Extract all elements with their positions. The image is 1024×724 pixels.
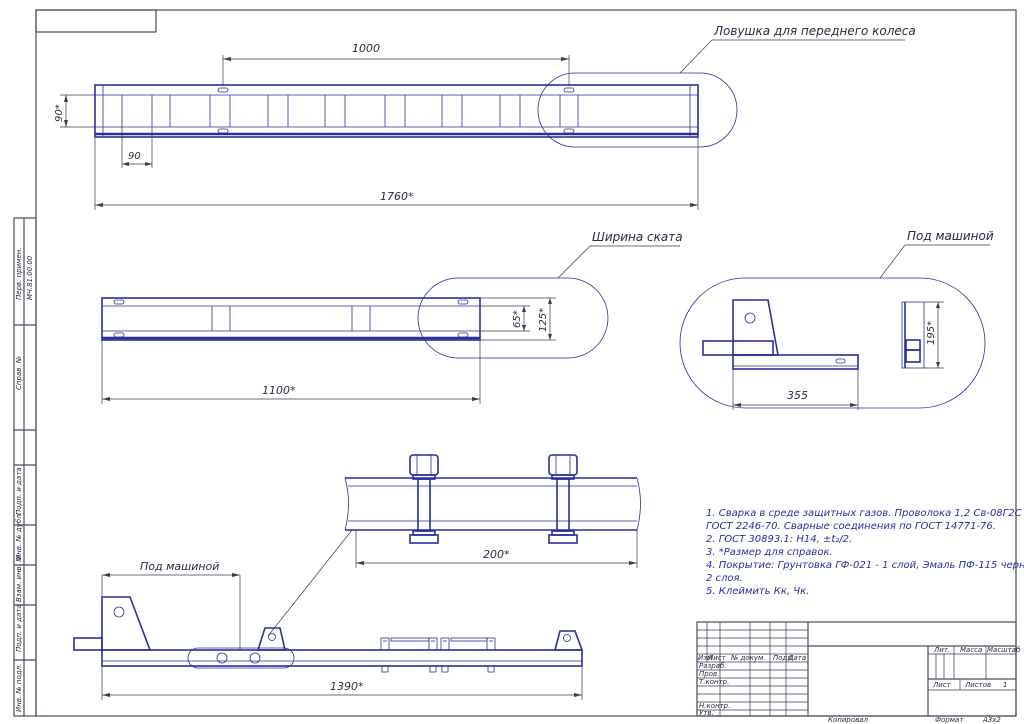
view-long-rail: 1000 90* 90 1760*	[54, 24, 916, 210]
side-perv-primen: Перв. примен.	[15, 247, 23, 300]
tb-podp: Подп.	[773, 654, 794, 662]
dim-125: 125*	[480, 297, 556, 341]
dim-1390-label: 1390*	[330, 680, 364, 693]
callout-under-car-bottom-label: Под машиной	[140, 560, 219, 573]
side-sprav: Справ. №	[15, 356, 23, 390]
tb-n-dokum: № докум.	[730, 654, 766, 662]
dim-90-pitch: 90	[121, 127, 153, 168]
dim-90-height: 90*	[54, 94, 95, 128]
dim-1100-label: 1100*	[262, 384, 296, 397]
dim-65: 65*	[480, 305, 530, 332]
dim-1000: 1000	[222, 42, 570, 86]
side-perv-code: МЧ.81.00.00	[26, 255, 34, 300]
slot-hole	[563, 128, 575, 134]
title-block: Изм Лист № докум. Подп. Дата Разраб. Про…	[696, 621, 1021, 717]
slot-hole	[217, 87, 229, 93]
dim-1000-label: 1000	[352, 42, 380, 55]
view-bolt-section: 200*	[267, 454, 641, 637]
note-line-6: 2 слоя.	[706, 573, 743, 584]
tb-prov: Пров.	[699, 670, 719, 678]
note-line-5: 4. Покрытие: Грунтовка ГФ-021 - 1 слой, …	[706, 560, 1024, 571]
tb-utv: Утв.	[699, 709, 714, 717]
view-bottom-assembly: Под машиной 1390*	[73, 560, 584, 700]
sheet-footer: Копировал Формат А3х2	[828, 716, 1001, 724]
top-left-stamp-box	[35, 9, 157, 33]
dim-125-label: 125*	[538, 308, 549, 332]
nut	[216, 652, 228, 664]
dim-1760: 1760*	[94, 137, 699, 210]
callout-under-car-bottom: Под машиной	[101, 560, 241, 650]
dim-90-height-label: 90*	[54, 104, 65, 122]
dim-200: 200*	[355, 530, 638, 568]
dim-355: 355	[732, 369, 859, 410]
side-inv-podl: Инв. № подл.	[15, 664, 23, 712]
dim-90-pitch-label: 90	[128, 151, 141, 162]
tb-massa: Масса	[960, 646, 982, 654]
side-vzam-inv: Взам. инв. №	[15, 554, 23, 602]
tb-listov-value: 1	[1003, 681, 1007, 689]
bolt	[409, 454, 439, 544]
callout-front-wheel-trap-label: Ловушка для переднего колеса	[713, 24, 916, 38]
tb-data: Дата	[787, 654, 806, 662]
slot-hole	[113, 299, 125, 305]
footer-format-value: А3х2	[982, 716, 1001, 724]
tb-tkontr: Т.контр.	[699, 678, 729, 686]
callout-front-wheel-trap: Ловушка для переднего колеса	[537, 24, 916, 148]
tb-nkontr: Н.контр.	[699, 702, 730, 710]
footer-format: Формат	[935, 716, 964, 724]
side-podp-data-2: Подп. и дата	[15, 604, 23, 652]
tb-list: Лист	[707, 654, 727, 662]
callout-under-car-top: Под машиной	[879, 229, 994, 279]
note-line-7: 5. Клеймить Кк, Чк.	[706, 586, 809, 597]
dim-200-label: 200*	[483, 548, 510, 561]
tb-masshtab: Масштаб	[987, 646, 1021, 654]
dim-1100: 1100*	[101, 340, 481, 404]
bracket-cluster	[440, 637, 496, 673]
dim-1390: 1390*	[101, 666, 583, 700]
footer-kopiroval: Копировал	[828, 716, 869, 724]
slot-hole	[457, 299, 469, 305]
bracket-cluster	[380, 637, 438, 673]
dim-1760-label: 1760*	[380, 190, 414, 203]
note-line-4: 3. *Размер для справок.	[706, 547, 833, 558]
dim-195-label: 195*	[926, 321, 937, 345]
slot-hole	[217, 128, 229, 134]
side-podp-data-1: Подп. и дата	[15, 467, 23, 515]
callout-ramp-width: Ширина ската	[417, 230, 683, 359]
tb-izm: Изм	[698, 654, 713, 662]
tb-lit: Лит.	[933, 646, 950, 654]
note-line-1: 1. Сварка в среде защитных газов. Провол…	[706, 508, 1022, 519]
tb-list-label: Лист	[932, 681, 952, 689]
nut	[249, 652, 261, 664]
slot-hole	[457, 332, 469, 338]
dim-195: 195*	[924, 301, 944, 369]
side-stamp: Перв. примен. МЧ.81.00.00 Справ. № Подп.…	[13, 217, 37, 717]
technical-notes: 1. Сварка в среде защитных газов. Провол…	[706, 508, 1024, 597]
view-medium-rail: 65* 125* 1100* Ширина ската	[101, 230, 683, 404]
view-under-car-detail: 195* 355 Под машиной	[679, 229, 994, 410]
dim-65-label: 65*	[512, 310, 523, 328]
tb-listov: Листов	[964, 681, 991, 689]
slot-hole	[113, 332, 125, 338]
note-line-2: ГОСТ 2246-70. Сварные соединения по ГОСТ…	[706, 521, 996, 532]
callout-ramp-width-label: Ширина ската	[592, 230, 683, 244]
note-line-3: 2. ГОСТ 30893.1: H14, ±t₂/2.	[706, 534, 852, 545]
bolt	[548, 454, 578, 544]
dim-355-label: 355	[787, 389, 808, 402]
slot-hole	[563, 87, 575, 93]
side-inv-dubl: Инв. № дубл.	[15, 512, 23, 560]
callout-under-car-top-label: Под машиной	[907, 229, 994, 243]
tb-razrab: Разраб.	[699, 662, 727, 670]
